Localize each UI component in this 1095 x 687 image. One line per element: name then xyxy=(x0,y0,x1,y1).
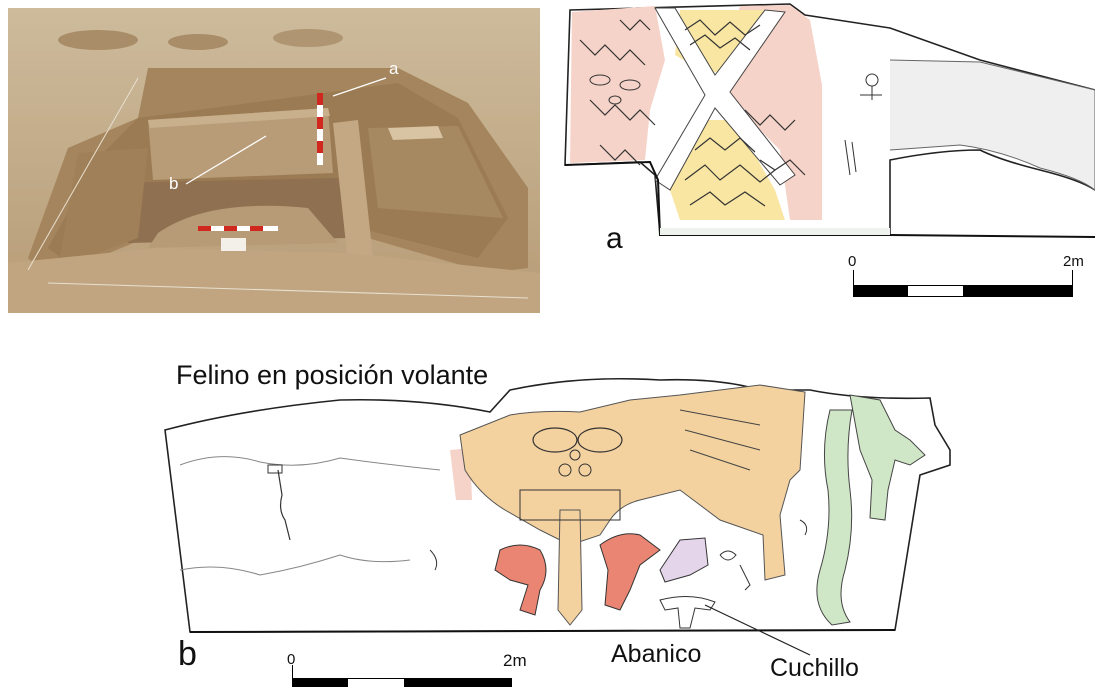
scale-bar-a xyxy=(853,285,1073,297)
scale-b-end-label: 2m xyxy=(503,651,527,670)
scale-bar-b xyxy=(292,678,512,687)
drawing-a-panel-label: a xyxy=(606,222,623,255)
drawing-b-title: Felino en posición volante xyxy=(176,360,489,390)
mural-a-illustration xyxy=(564,3,1095,238)
knife-pointer-line xyxy=(704,604,811,656)
fan-annotation-label: Abanico xyxy=(611,640,702,668)
knife-annotation-label: Cuchillo xyxy=(770,654,859,682)
scale-b-start-label: 0 xyxy=(287,651,296,668)
excavation-photo-image xyxy=(8,8,540,313)
drawing-b-panel-label: b xyxy=(178,635,197,673)
mural-b-illustration xyxy=(164,377,951,633)
scale-a-start-label: 0 xyxy=(848,253,857,270)
photo-label-b: b xyxy=(169,174,179,193)
photo-label-a: a xyxy=(389,59,399,78)
scale-a-end-label: 2m xyxy=(1063,253,1084,270)
